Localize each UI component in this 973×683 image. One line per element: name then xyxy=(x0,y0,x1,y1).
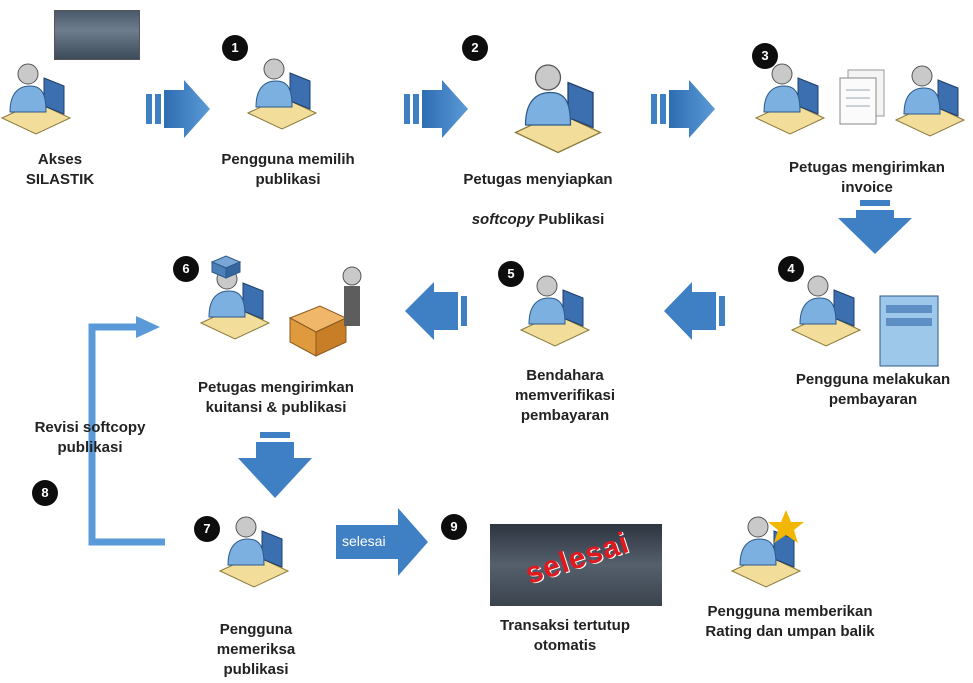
step3-user-figure xyxy=(755,63,825,135)
step3-server-figure xyxy=(895,65,965,137)
step8-label: Revisi softcopy publikasi xyxy=(34,419,146,456)
document-icon xyxy=(839,69,885,125)
step1-label: Pengguna memilih publikasi xyxy=(221,151,355,188)
badge-7: 7 xyxy=(194,516,220,542)
badge-8: 8 xyxy=(32,480,58,506)
akses-user-figure xyxy=(1,63,71,135)
step4-label: Pengguna melakukan pembayaran xyxy=(795,371,951,408)
silastik-screen-thumbnail xyxy=(54,10,140,60)
arrow-4-to-5 xyxy=(664,282,725,340)
step6-officer-figure xyxy=(200,268,270,340)
step5-label: Bendahara memverifikasi pembayaran xyxy=(514,367,616,424)
badge-2: 2 xyxy=(462,35,488,61)
badge-6: 6 xyxy=(173,256,199,282)
star-icon xyxy=(768,510,804,543)
step2-label-line1: Petugas menyiapkan xyxy=(463,171,613,188)
step5-treasurer-figure xyxy=(520,275,590,347)
step6-label: Petugas mengirimkan kuitansi & publikasi xyxy=(198,379,354,416)
step9-label: Transaksi tertutup otomatis xyxy=(499,617,631,654)
arrow-3-to-4 xyxy=(838,200,912,254)
step4-user-figure xyxy=(791,275,861,347)
step2-label-italic: softcopy xyxy=(471,211,535,228)
transaction-closed-screenshot: selesai xyxy=(490,524,662,606)
arrow-akses-to-1 xyxy=(146,80,210,138)
arrow-1-to-2 xyxy=(404,80,468,138)
arrow-6-to-7 xyxy=(238,432,312,498)
step2-officer-figure xyxy=(514,64,602,154)
step3-label: Petugas mengirimkan invoice xyxy=(789,159,945,196)
step7-label: Pengguna memeriksa publikasi xyxy=(216,621,296,678)
server-icon xyxy=(879,295,939,367)
badge-4: 4 xyxy=(778,256,804,282)
step1-user-figure xyxy=(247,58,317,130)
arrow-7-to-9 xyxy=(336,508,428,576)
arrow-5-to-6 xyxy=(405,282,467,340)
selesai-stamp: selesai xyxy=(521,526,634,591)
arrow-selesai-label: selesai xyxy=(342,533,386,549)
box-icon xyxy=(288,266,362,357)
badge-5: 5 xyxy=(498,261,524,287)
rating-label: Pengguna memberikan Rating dan umpan bal… xyxy=(705,603,875,640)
arrow-2-to-3 xyxy=(651,80,715,138)
badge-1: 1 xyxy=(222,35,248,61)
badge-3: 3 xyxy=(752,43,778,69)
akses-label: Akses SILASTIK xyxy=(25,151,95,188)
badge-9: 9 xyxy=(441,514,467,540)
revision-loop-arrow xyxy=(88,316,165,546)
step7-user-figure xyxy=(219,516,289,588)
step2-label: Petugas menyiapkan softcopy Publikasi xyxy=(440,150,636,230)
step2-label-rest: Publikasi xyxy=(534,211,605,228)
step6-block-icon xyxy=(210,255,242,279)
